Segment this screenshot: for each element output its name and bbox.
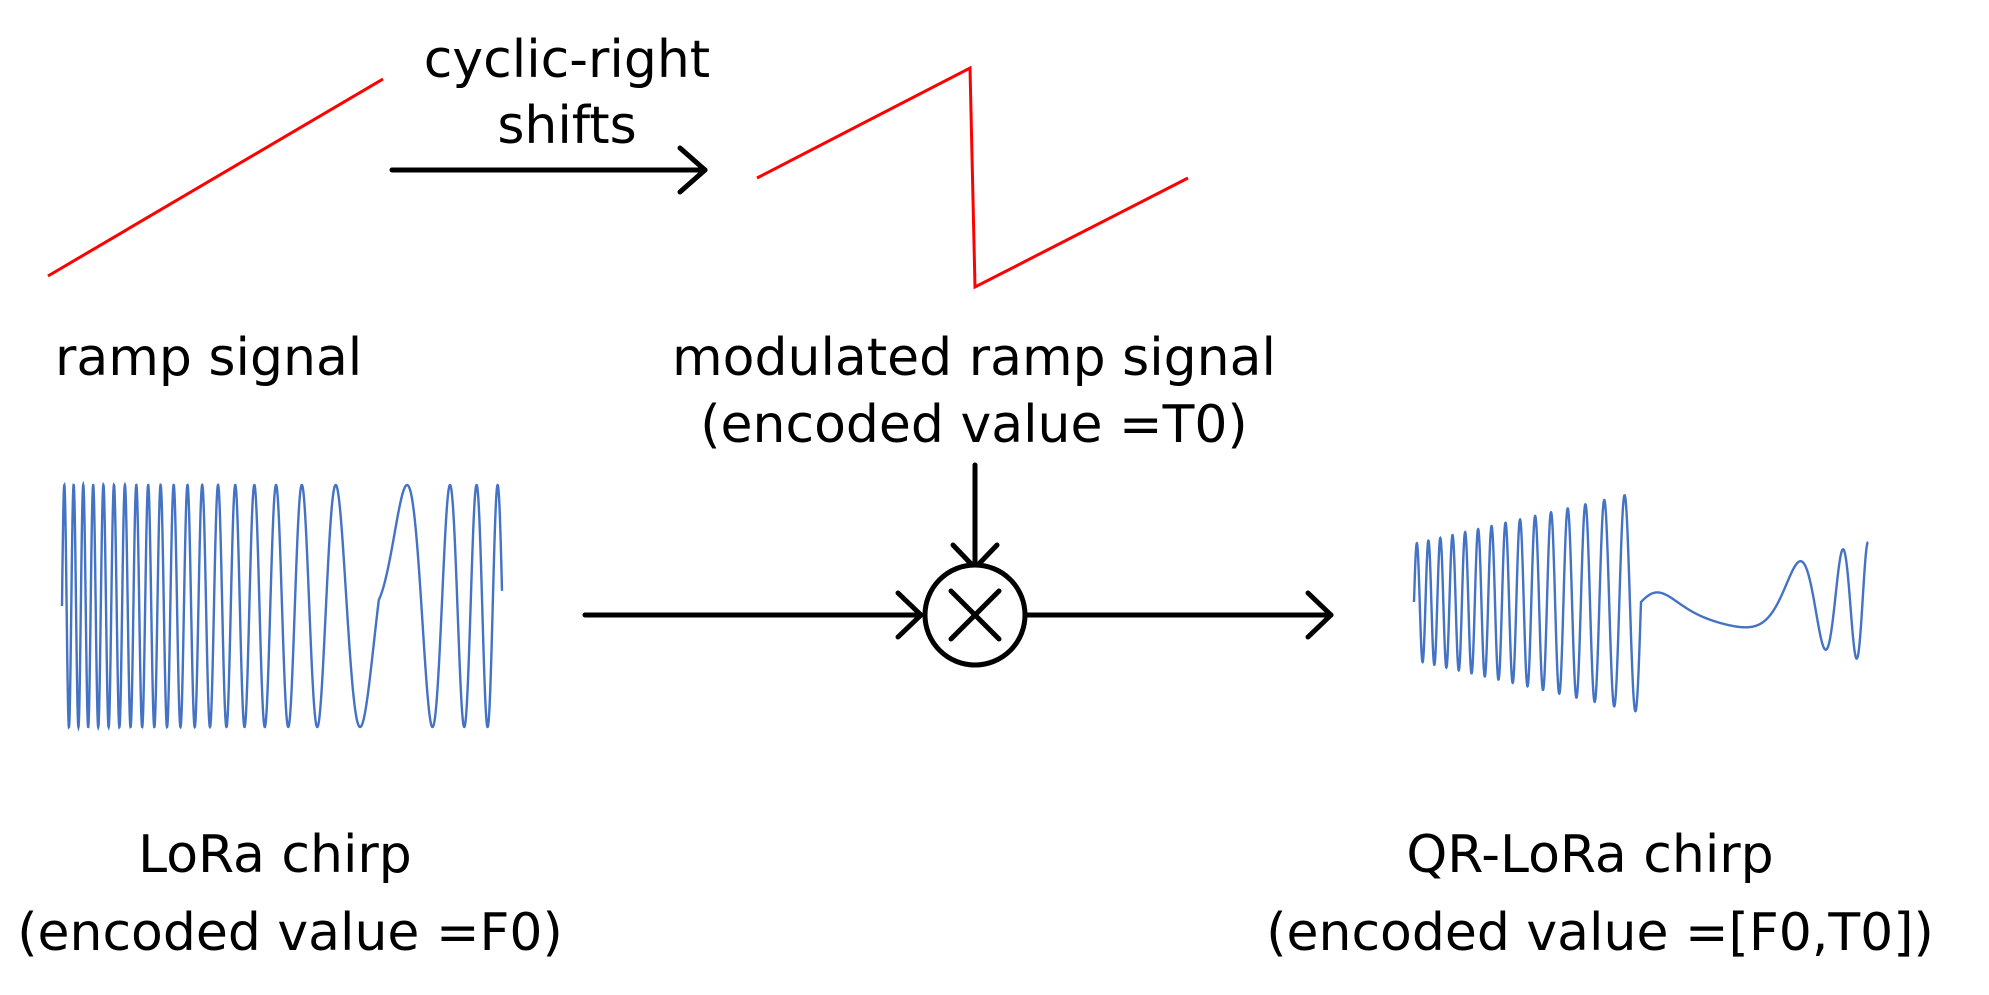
qr-lora-chirp-value-label: (encoded value =[F0,T0]) — [1266, 903, 1934, 963]
mixer-to-output-arrow — [1022, 590, 1334, 640]
modulated-ramp-value-label: (encoded value =T0) — [700, 395, 1247, 455]
lora-chirp-value-label: (encoded value =F0) — [17, 903, 563, 963]
ramp-signal-label: ramp signal — [55, 328, 362, 388]
modulated-ramp-label: modulated ramp signal — [672, 328, 1276, 388]
lora-chirp-waveform — [60, 480, 504, 732]
qr-lora-chirp-waveform — [1412, 494, 1869, 713]
lora-chirp-label: LoRa chirp — [138, 825, 412, 885]
qr-lora-chirp-label: QR-LoRa chirp — [1406, 825, 1773, 885]
cyclic-shift-label: cyclic-right — [424, 30, 710, 90]
chirp-to-mixer-arrow — [582, 590, 924, 640]
circled-times-multiplier-icon — [922, 562, 1028, 668]
cyclic-shift-arrow — [389, 145, 708, 195]
cyclic-shift-label-line2: shifts — [497, 96, 636, 156]
ramp-signal-line — [47, 77, 384, 278]
ramp-to-mixer-arrow — [950, 462, 1000, 571]
modulated-ramp-signal-line — [756, 65, 1189, 290]
